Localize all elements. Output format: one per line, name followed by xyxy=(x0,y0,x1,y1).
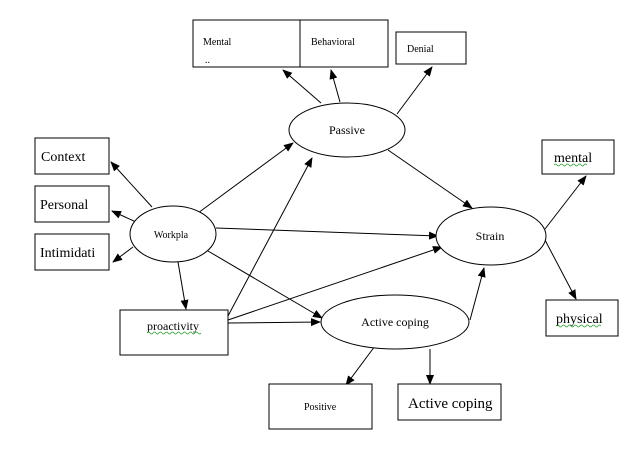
arrow-passive-to-denial-box xyxy=(396,66,433,115)
mental-box: Mental .. xyxy=(192,19,301,68)
strain-node: Strain xyxy=(435,206,547,266)
active-coping-label: Active coping xyxy=(361,315,429,329)
arrow-passive-to-behavioral-box xyxy=(329,69,341,103)
intimidation-box: Intimidati xyxy=(34,233,110,271)
intimidation-box-label: Intimidati xyxy=(40,246,95,261)
behavioral-box: Behavioral xyxy=(299,19,389,68)
mental-box-sub: .. xyxy=(205,55,210,66)
arrow-workplace-to-passive xyxy=(197,142,294,214)
arrow-strain-to-mental-outcome-box xyxy=(544,175,587,230)
arrow-workplace-to-active-coping xyxy=(207,250,323,319)
edges xyxy=(110,66,587,386)
arrow-proactivity-box-to-passive xyxy=(227,157,313,317)
context-box-label: Context xyxy=(41,150,85,165)
behavioral-box-label: Behavioral xyxy=(311,37,355,48)
spellcheck-underline xyxy=(146,331,202,335)
personal-box: Personal xyxy=(34,185,110,223)
arrow-active-coping-to-strain xyxy=(469,267,486,321)
strain-label: Strain xyxy=(476,229,505,243)
arrow-workplace-to-personal-box xyxy=(111,210,137,223)
active-coping-box: Active coping xyxy=(397,383,502,421)
arrow-passive-to-mental-box xyxy=(282,69,322,104)
mental-box-label: Mental xyxy=(203,37,232,48)
arrow-proactivity-box-to-strain xyxy=(227,246,443,321)
arrow-passive-to-strain xyxy=(387,149,473,209)
positive-box: Positive xyxy=(268,383,373,430)
spellcheck-underline xyxy=(555,324,602,328)
active-coping-node: Active coping xyxy=(320,294,470,350)
arrow-workplace-to-proactivity-box xyxy=(177,261,189,310)
denial-box: Denial xyxy=(395,31,467,65)
arrow-strain-to-physical-outcome-box xyxy=(544,239,577,300)
arrow-workplace-to-intimidation-box xyxy=(112,246,134,263)
positive-box-label: Positive xyxy=(304,402,337,413)
arrow-workplace-to-strain xyxy=(215,227,439,240)
physical-outcome-box: physical xyxy=(545,299,619,337)
proactivity-box: proactivity xyxy=(119,309,229,356)
physical-outcome-label: physical xyxy=(556,312,603,327)
personal-box-label: Personal xyxy=(40,198,88,213)
arrow-workplace-to-context-box xyxy=(110,161,153,208)
passive-node: Passive xyxy=(288,102,406,158)
workplace-node: Workpla xyxy=(129,205,217,263)
mental-outcome-label: mental xyxy=(554,151,592,166)
workplace-label: Workpla xyxy=(154,230,189,241)
arrow-proactivity-box-to-active-coping xyxy=(227,318,321,327)
active-coping-box-label: Active coping xyxy=(408,396,493,412)
context-box: Context xyxy=(34,137,110,175)
arrow-active-coping-to-positive-box xyxy=(345,345,376,386)
proactivity-label: proactivity xyxy=(147,319,199,333)
passive-label: Passive xyxy=(329,123,365,137)
denial-box-label: Denial xyxy=(407,44,434,55)
mental-outcome-box: mental xyxy=(541,139,615,175)
spellcheck-underline xyxy=(553,163,588,167)
